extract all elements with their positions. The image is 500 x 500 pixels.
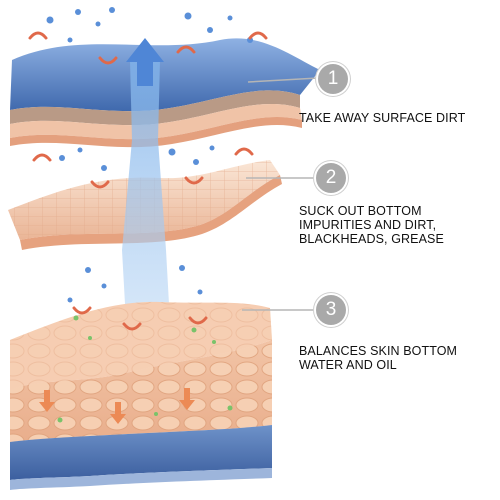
small-green-dots bbox=[57, 315, 233, 423]
step-3-number-badge: 3 bbox=[316, 295, 346, 325]
step-2-number-badge: 2 bbox=[316, 163, 346, 193]
step-1-number-badge: 1 bbox=[318, 64, 348, 94]
layer-3-skin-block bbox=[10, 301, 272, 490]
step-1-caption: TAKE AWAY SURFACE DIRT bbox=[299, 111, 466, 125]
circulation-arrows bbox=[28, 31, 268, 331]
layer-1-surface bbox=[10, 38, 320, 148]
step-2-caption: SUCK OUT BOTTOM IMPURITIES AND DIRT, BLA… bbox=[299, 204, 444, 246]
step-3-caption: BALANCES SKIN BOTTOM WATER AND OIL bbox=[299, 344, 458, 372]
dirt-bubbles bbox=[46, 7, 253, 303]
leader-lines bbox=[242, 77, 319, 311]
suction-beam bbox=[122, 38, 170, 322]
